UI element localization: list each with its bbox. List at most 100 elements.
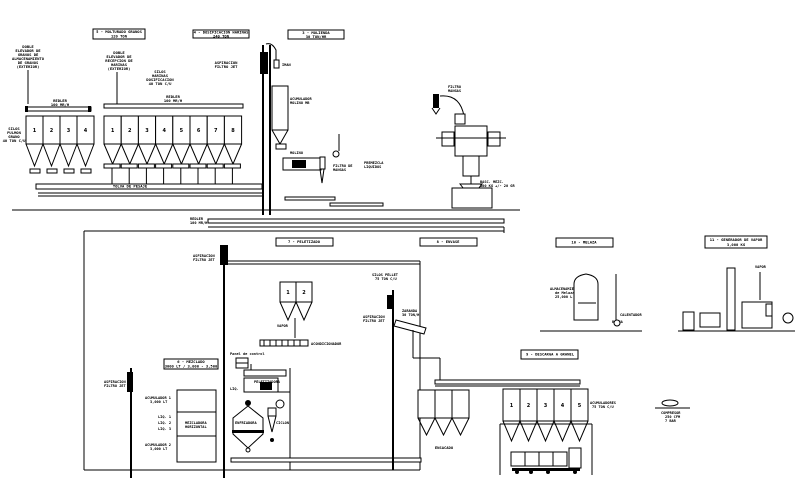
silo-number: 4 bbox=[84, 128, 88, 134]
svg-text:ACONDICIONADOR: ACONDICIONADOR bbox=[311, 342, 342, 346]
svg-text:PELETIZADORA: PELETIZADORA bbox=[254, 380, 281, 384]
svg-text:MOLINO MB: MOLINO MB bbox=[290, 101, 310, 105]
label-ensacado: ENSACADO bbox=[435, 445, 454, 450]
svg-text:40 TON C/U: 40 TON C/U bbox=[149, 81, 173, 86]
svg-text:IMAN: IMAN bbox=[282, 63, 291, 67]
svg-text:ELEVADOR DE: ELEVADOR DE bbox=[106, 54, 132, 59]
tolva-pesaje: TOLVA DE PESAJE bbox=[35, 183, 263, 197]
svg-text:LIQ.: LIQ. bbox=[230, 387, 239, 391]
screw-feeder bbox=[29, 168, 41, 174]
compresor: COMPRESOR 250 CFM 7 BAR bbox=[655, 399, 690, 423]
svg-text:LIQ. 2: LIQ. 2 bbox=[158, 421, 171, 425]
silo bbox=[434, 389, 453, 437]
svg-text:7 BAR: 7 BAR bbox=[665, 419, 677, 423]
acumulador-1: ACUMULADOR 1 3,000 LT bbox=[145, 389, 217, 413]
silo: 1 bbox=[103, 115, 122, 166]
silo: 6 bbox=[189, 115, 208, 166]
section-title-mezclado: 6 - MEZCLADO 3000 LT / 3,000 - 3,500 bbox=[163, 358, 219, 370]
svg-text:ASPIRACION: ASPIRACION bbox=[104, 380, 126, 384]
acumulador-2: ACUMULADOR 2 3,000 LT bbox=[145, 435, 217, 463]
silo-number: 2 bbox=[302, 290, 306, 296]
section-title-text: 5 - MOLTURADO GRANOS bbox=[96, 29, 142, 34]
svg-text:ASPIRACION: ASPIRACION bbox=[193, 254, 215, 258]
silo: 8 bbox=[223, 115, 243, 166]
svg-text:DOBLE: DOBLE bbox=[22, 44, 34, 49]
svg-text:ELEVADOR DE: ELEVADOR DE bbox=[15, 48, 41, 53]
svg-text:25,000 L: 25,000 L bbox=[555, 295, 573, 299]
svg-text:ALMACENAMIENTO: ALMACENAMIENTO bbox=[550, 287, 580, 291]
bascula-mezcladora: BASC. MEZC. 300 KG +/- 20 GR bbox=[436, 125, 515, 209]
screw-feeder bbox=[63, 168, 75, 174]
svg-text:SILOS: SILOS bbox=[8, 126, 20, 131]
svg-text:FILTRO JET: FILTRO JET bbox=[363, 319, 385, 323]
silo-number: 5 bbox=[180, 128, 184, 134]
silo: 5 bbox=[570, 388, 589, 443]
molino: MOLINO FILTRO DE MANGAS PREMEZCLA LIQUID… bbox=[275, 134, 384, 207]
silo-number: 4 bbox=[162, 128, 166, 134]
enfriadora: ENFRIADORA bbox=[232, 400, 264, 453]
svg-text:ACUMULADOR 1: ACUMULADOR 1 bbox=[145, 396, 171, 400]
generador-vapor: VAPOR bbox=[678, 265, 795, 332]
section-title-melaza: 10 - MELAZA bbox=[555, 237, 614, 248]
svg-text:REDLER: REDLER bbox=[53, 98, 67, 103]
section-title-molturado: 5 - MOLTURADO GRANOS 120 TON bbox=[92, 28, 146, 40]
svg-text:3,000 KG: 3,000 KG bbox=[727, 242, 746, 247]
svg-text:CICLON: CICLON bbox=[276, 421, 289, 425]
silo-number: 3 bbox=[544, 403, 548, 409]
silo: 2 bbox=[42, 115, 61, 168]
svg-text:FILTRO JET: FILTRO JET bbox=[193, 258, 215, 262]
svg-text:ZARANDA: ZARANDA bbox=[402, 309, 418, 313]
melaza-tank: ALMACENAMIENTO de Melaza 25,000 L CALENT… bbox=[540, 273, 642, 332]
svg-text:HARINAS: HARINAS bbox=[111, 62, 128, 67]
svg-text:TOLVA DE PESAJE: TOLVA DE PESAJE bbox=[113, 184, 148, 189]
silo-number: 3 bbox=[145, 128, 149, 134]
svg-text:SILOS: SILOS bbox=[154, 69, 166, 74]
peletizadora: PELETIZADORA LIQ. bbox=[230, 364, 291, 470]
svg-text:Panel de control: Panel de control bbox=[230, 352, 265, 356]
ciclon: CICLON bbox=[267, 399, 289, 442]
silo: 4 bbox=[76, 115, 95, 168]
svg-text:100 MR/H: 100 MR/H bbox=[51, 102, 70, 107]
silo: 2 bbox=[295, 281, 313, 322]
silo-number: 2 bbox=[128, 128, 132, 134]
silo: 3 bbox=[536, 388, 555, 443]
screw-feeder bbox=[223, 163, 241, 169]
screw-feeder bbox=[120, 163, 138, 169]
screw-feeder bbox=[172, 163, 190, 169]
silo-number: 2 bbox=[50, 128, 54, 134]
svg-text:LIQ. 3: LIQ. 3 bbox=[158, 427, 171, 431]
silo: 5 bbox=[172, 115, 191, 166]
svg-text:300 KG +/- 20 GR: 300 KG +/- 20 GR bbox=[480, 184, 515, 188]
svg-text:ACUMULADORES: ACUMULADORES bbox=[590, 401, 616, 405]
zaranda: ZARANDA 30 TON/H bbox=[393, 309, 441, 381]
svg-text:PULMON: PULMON bbox=[7, 130, 21, 135]
svg-text:ALMACENAMIENTO: ALMACENAMIENTO bbox=[12, 56, 45, 61]
pellet-conveyor bbox=[230, 457, 422, 463]
svg-text:6 - MEZCLADO: 6 - MEZCLADO bbox=[177, 359, 205, 364]
silo: 1 bbox=[279, 281, 297, 322]
svg-text:FILTRO JET: FILTRO JET bbox=[104, 384, 126, 388]
svg-text:9 - DESCARGA A GRANEL: 9 - DESCARGA A GRANEL bbox=[526, 352, 575, 357]
svg-text:LIQ. 1: LIQ. 1 bbox=[158, 415, 171, 419]
section-title-text: 4 - DOSIFICACION HARINAS bbox=[194, 30, 250, 35]
screw-feeder bbox=[137, 163, 155, 169]
svg-text:100 MR/H: 100 MR/H bbox=[164, 98, 183, 103]
svg-text:COMPRESOR: COMPRESOR bbox=[661, 411, 681, 415]
svg-text:ASPIRACION: ASPIRACION bbox=[363, 315, 385, 319]
filtro-mangas-premezcla: FILTRO MANGAS bbox=[431, 85, 466, 125]
screw-feeder bbox=[155, 163, 173, 169]
svg-text:HARINAS: HARINAS bbox=[152, 73, 169, 78]
section-subtitle-text: 240 TON bbox=[213, 34, 230, 39]
svg-text:VAPOR: VAPOR bbox=[277, 324, 289, 328]
svg-text:30 TON/H: 30 TON/H bbox=[402, 313, 419, 317]
redler-2: REDLER 100 MR/H bbox=[103, 94, 244, 109]
svg-text:REDLER: REDLER bbox=[190, 217, 204, 221]
silo: 4 bbox=[155, 115, 174, 166]
svg-text:PREMEZCLA: PREMEZCLA bbox=[364, 161, 384, 165]
silo: 3 bbox=[137, 115, 157, 166]
silo: 3 bbox=[59, 115, 78, 168]
